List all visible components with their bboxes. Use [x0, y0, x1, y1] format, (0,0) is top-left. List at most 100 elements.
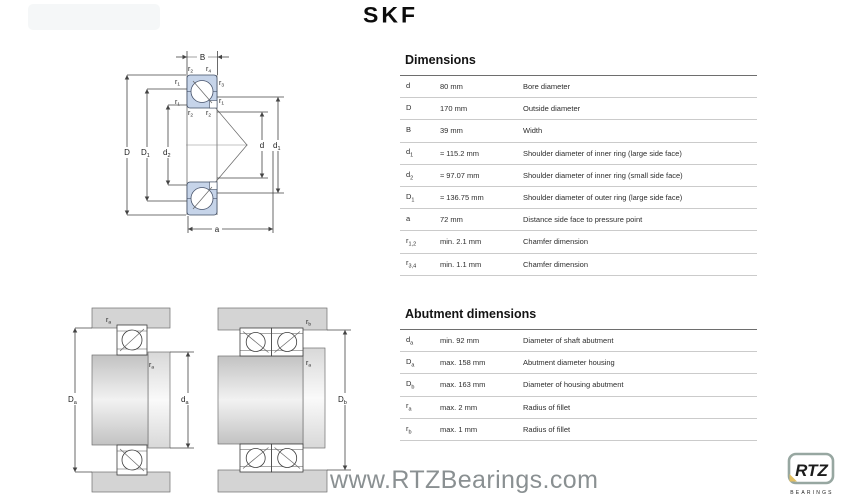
description-cell: Abutment diameter housing — [523, 358, 615, 368]
bearing-section-top — [186, 74, 218, 109]
housing-abutment-diagram: Db rb ra — [217, 307, 352, 493]
table-row: Da max. 158 mm Abutment diameter housing — [400, 352, 757, 375]
symbol-cell: da — [406, 334, 414, 347]
symbol-cell: D1 — [406, 191, 415, 204]
symbol-cell: ra — [406, 401, 412, 413]
symbol-cell: r3,4 — [406, 258, 417, 270]
dimension-labels: B D D1 d2 d d1 a — [124, 53, 280, 234]
symbol-cell: a — [406, 213, 411, 223]
chamfer-labels: r2 r4 r1 r3 r1 r1 r2 r2 — [175, 66, 224, 119]
table-row: B 39 mm Width — [400, 120, 757, 143]
label-r3: r3 — [219, 80, 224, 89]
symbol-cell: d2 — [406, 169, 414, 182]
shaft-abutment-diagram: Da da ra ra — [67, 307, 194, 493]
label-da: da — [181, 395, 189, 406]
label-ra: ra — [106, 317, 111, 326]
rtz-logo-text: RTZ — [795, 461, 828, 480]
description-cell: Shoulder diameter of outer ring (large s… — [523, 193, 683, 203]
label-r2: r2 — [188, 110, 193, 119]
label-rb: rb — [306, 319, 311, 328]
label-d: d — [260, 141, 264, 150]
label-Db: Db — [338, 395, 347, 406]
symbol-cell: Da — [406, 357, 415, 369]
value-cell: max. 1 mm — [440, 424, 478, 434]
value-cell: 80 mm — [440, 82, 463, 92]
description-cell: Chamfer dimension — [523, 237, 589, 247]
rtz-logo-subtext: BEARINGS — [790, 490, 833, 496]
table-row: ra max. 2 mm Radius of fillet — [400, 397, 757, 419]
label-r1: r1 — [175, 99, 180, 108]
table-row: d1 ≈ 115.2 mm Shoulder diameter of inner… — [400, 143, 757, 165]
value-cell: 72 mm — [440, 215, 463, 225]
value-cell: min. 92 mm — [440, 336, 480, 346]
bearing-cross-section-diagram: B D D1 d2 d d1 a r2 r4 r1 r3 r1 r1 r2 r2 — [121, 51, 285, 235]
symbol-cell: Db — [406, 379, 415, 391]
rtz-bearings-logo: RTZ BEARINGS — [787, 452, 835, 496]
label-backgrounds — [67, 393, 194, 405]
description-cell: Width — [523, 126, 543, 136]
description-cell: Shoulder diameter of inner ring (small s… — [523, 170, 683, 180]
dimension-lines — [124, 51, 284, 233]
value-cell: min. 2.1 mm — [440, 237, 482, 247]
description-cell: Diameter of shaft abutment — [523, 336, 614, 346]
label-background — [337, 393, 352, 405]
value-cell: ≈ 115.2 mm — [440, 148, 479, 158]
value-cell: 170 mm — [440, 104, 468, 114]
label-r4: r4 — [206, 66, 211, 75]
description-cell: Outside diameter — [523, 104, 581, 114]
symbol-cell: r1,2 — [406, 236, 417, 248]
table-row: da min. 92 mm Diameter of shaft abutment — [400, 330, 757, 353]
label-Da: Da — [68, 395, 78, 406]
dimension-labels: Da da — [68, 395, 189, 406]
description-cell: Shoulder diameter of inner ring (large s… — [523, 148, 682, 158]
symbol-cell: d1 — [406, 147, 414, 159]
symbol-cell: D — [406, 103, 412, 113]
value-cell: min. 1.1 mm — [440, 259, 482, 269]
label-r2: r2 — [206, 110, 211, 119]
label-r1: r1 — [175, 79, 180, 88]
table-row: a 72 mm Distance side face to pressure p… — [400, 209, 757, 232]
label-ra: ra — [149, 362, 154, 371]
description-cell: Radius of fillet — [523, 424, 571, 434]
table-row: r1,2 min. 2.1 mm Chamfer dimension — [400, 231, 757, 254]
table-row: D 170 mm Outside diameter — [400, 98, 757, 121]
value-cell: max. 2 mm — [440, 402, 478, 412]
bearing-pair-top — [239, 327, 304, 357]
label-D: D — [124, 148, 130, 157]
bearing-top — [116, 324, 148, 356]
value-cell: 39 mm — [440, 126, 463, 136]
bearing-section-bottom — [186, 181, 218, 216]
dimensions-table: Dimensions d 80 mm Bore diameter D 170 m… — [400, 53, 757, 276]
table-title: Abutment dimensions — [405, 307, 537, 321]
table-row: d2 ≈ 97.07 mm Shoulder diameter of inner… — [400, 165, 757, 187]
bearing-pair-bottom — [239, 443, 304, 473]
watermark-url: www.RTZBearings.com — [330, 466, 599, 494]
abutment-dimensions-table: Abutment dimensions da min. 92 mm Diamet… — [400, 307, 757, 441]
dimension-labels: Db — [338, 395, 347, 406]
description-cell: Chamfer dimension — [523, 259, 589, 269]
table-row: rb max. 1 mm Radius of fillet — [400, 419, 757, 441]
symbol-cell: d — [406, 80, 411, 90]
skf-logo: SKF — [363, 2, 418, 28]
label-a: a — [215, 225, 220, 234]
fillet-labels: ra ra — [106, 317, 154, 371]
value-cell: max. 163 mm — [440, 380, 486, 390]
bearing-bottom — [116, 444, 148, 476]
table-row: D1 ≈ 136.75 mm Shoulder diameter of oute… — [400, 187, 757, 210]
steel-parts — [91, 307, 171, 493]
faded-logo-placeholder — [28, 4, 160, 30]
label-d2: d2 — [163, 148, 171, 159]
description-cell: Bore diameter — [523, 82, 571, 92]
table-row: Db max. 163 mm Diameter of housing abutm… — [400, 374, 757, 397]
table-title: Dimensions — [405, 53, 476, 67]
value-cell: ≈ 136.75 mm — [440, 193, 484, 203]
logo-triangle — [789, 474, 797, 482]
label-B: B — [200, 53, 205, 62]
description-cell: Radius of fillet — [523, 402, 571, 412]
symbol-cell: B — [406, 125, 412, 135]
label-backgrounds — [121, 52, 285, 235]
description-cell: Diameter of housing abutment — [523, 380, 624, 390]
description-cell: Distance side face to pressure point — [523, 215, 643, 225]
value-cell: ≈ 97.07 mm — [440, 170, 480, 180]
